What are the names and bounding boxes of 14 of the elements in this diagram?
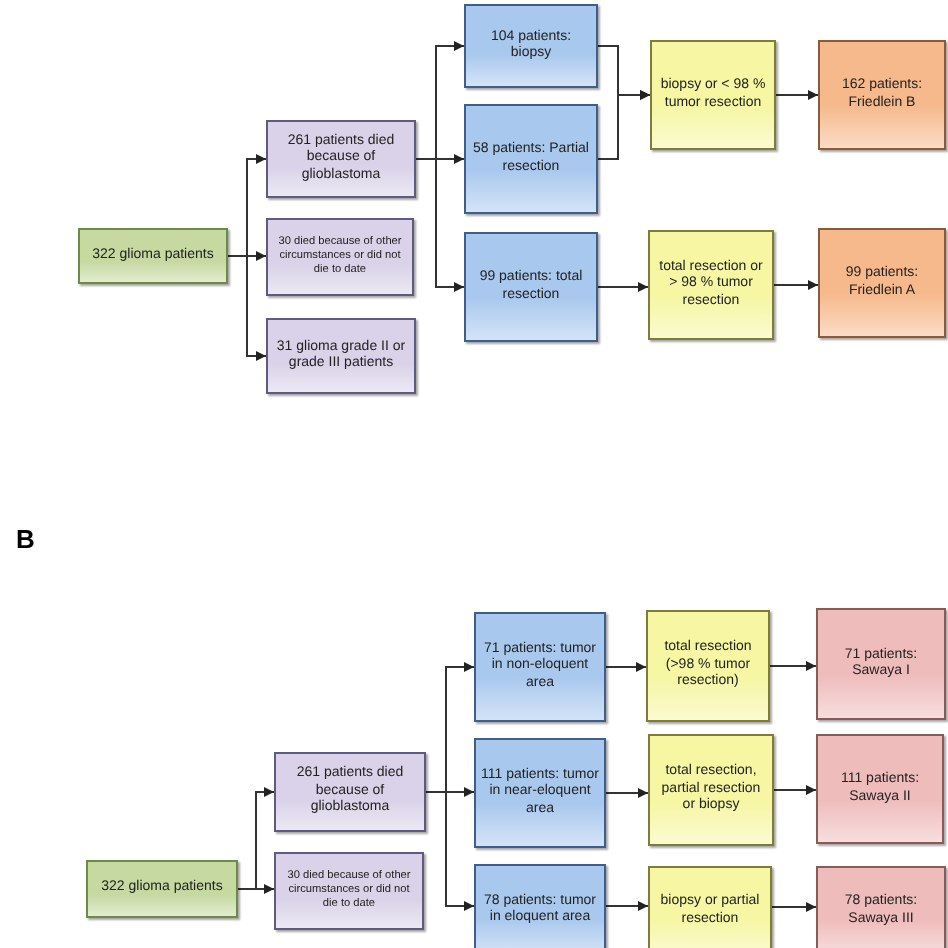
arrow	[597, 90, 651, 160]
arrow	[605, 901, 649, 911]
arrow	[605, 662, 647, 672]
arrow	[425, 791, 475, 911]
arrow	[773, 785, 817, 795]
arrow	[773, 280, 819, 290]
panel-letter: B	[16, 524, 35, 554]
arrow	[771, 902, 817, 912]
arrow	[605, 788, 649, 798]
arrow	[769, 661, 817, 671]
arrow	[237, 884, 275, 894]
arrow	[597, 282, 649, 292]
arrow	[775, 90, 819, 100]
arrow	[227, 255, 267, 361]
